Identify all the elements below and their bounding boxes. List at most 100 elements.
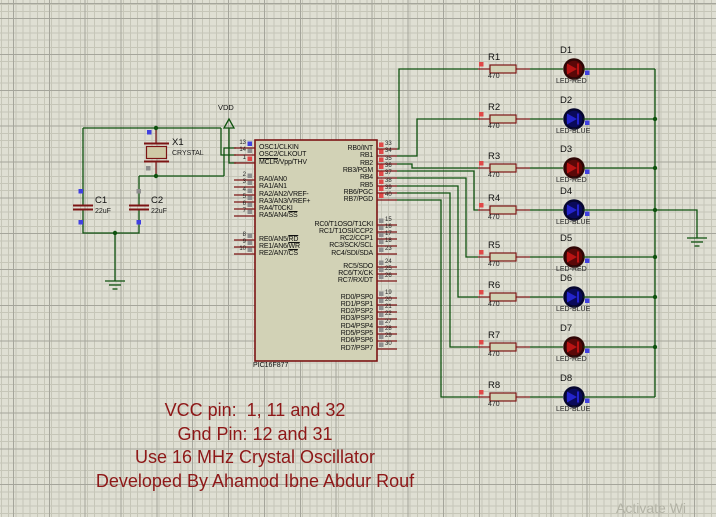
wire-rb2-to-r3[interactable] xyxy=(397,163,478,169)
resistor-ref-label-r4[interactable]: R4 xyxy=(488,193,501,204)
pin-number-22: 22 xyxy=(385,311,392,317)
resistor-state-square xyxy=(479,161,484,166)
crystal-ref-label[interactable]: X1 xyxy=(172,137,184,148)
wire-rb3-to-r4[interactable] xyxy=(397,170,478,211)
led-state-square xyxy=(585,348,590,353)
wire-to-pin14[interactable] xyxy=(220,128,236,156)
pin-number-33: 33 xyxy=(385,141,392,147)
resistor-r8[interactable] xyxy=(489,392,517,402)
state-square xyxy=(146,166,151,171)
resistor-ref-label-r6[interactable]: R6 xyxy=(488,280,501,291)
pin-label-27: RD4/PSP4 xyxy=(340,323,373,330)
pin-label-10: RE2/AN7/CS xyxy=(259,250,298,257)
pin-number-29: 29 xyxy=(385,333,392,339)
resistor-r7[interactable] xyxy=(489,342,517,352)
pin-label-22: RD3/PSP3 xyxy=(340,315,373,322)
pin-state-square-30 xyxy=(379,342,384,347)
led-ref-label-d2[interactable]: D2 xyxy=(560,95,573,106)
cap1-ref-label[interactable]: C1 xyxy=(95,195,108,206)
wire-rb5-to-r6[interactable] xyxy=(397,185,478,298)
wire-to-pin13[interactable] xyxy=(223,147,236,176)
pin-label-35: RB2 xyxy=(359,160,373,167)
pin-label-34: RB1 xyxy=(359,152,373,159)
wire-rb4-to-r5[interactable] xyxy=(397,177,478,258)
resistor-ref-label-r1[interactable]: R1 xyxy=(488,52,501,63)
junction-dot xyxy=(153,125,159,131)
channel-r4-d4 xyxy=(478,199,655,221)
pin-label-6: RA4/T0CKI xyxy=(259,205,293,212)
state-square xyxy=(78,220,83,225)
pin-label-8: RE0/AN5/RD xyxy=(259,236,299,243)
wire-to-ground-right[interactable] xyxy=(655,209,698,238)
pin-state-square-36 xyxy=(379,164,384,169)
capacitor-c2[interactable] xyxy=(129,204,149,211)
led-ref-label-d3[interactable]: D3 xyxy=(560,144,573,155)
crystal-value-label: CRYSTAL xyxy=(172,150,204,157)
pin-state-square-15 xyxy=(379,218,384,223)
led-ref-label-d5[interactable]: D5 xyxy=(560,233,573,244)
led-diode-glyph xyxy=(567,113,577,125)
resistor-ref-label-r8[interactable]: R8 xyxy=(488,380,501,391)
capacitor-c1[interactable] xyxy=(73,204,93,211)
wire-rb1-to-r2[interactable] xyxy=(397,118,478,157)
led-ref-label-d8[interactable]: D8 xyxy=(560,373,573,384)
led-diode-glyph xyxy=(567,251,577,263)
resistor-ref-label-r3[interactable]: R3 xyxy=(488,151,501,162)
wire-vdd-to-mclr[interactable] xyxy=(228,128,236,164)
resistor-r5[interactable] xyxy=(489,252,517,262)
wire-cap-bottom[interactable] xyxy=(82,210,140,234)
resistor-value-label: 470 xyxy=(488,123,500,130)
led-ref-label-d4[interactable]: D4 xyxy=(560,186,573,197)
pin-number-26: 26 xyxy=(385,273,392,279)
resistor-state-square xyxy=(479,112,484,117)
resistor-r1[interactable] xyxy=(489,64,517,74)
pin-state-square-33 xyxy=(379,142,384,147)
pin-state-square-25 xyxy=(379,267,384,272)
pin-label-25: RC6/TX/CK xyxy=(338,270,373,277)
pin-number-24: 24 xyxy=(385,259,392,265)
state-square xyxy=(136,220,141,225)
pin-label-15: RC0/T1OSO/T1CKI xyxy=(314,221,374,228)
pin-state-square-27 xyxy=(379,320,384,325)
pin-number-16: 16 xyxy=(385,224,392,230)
channel-r7-d7 xyxy=(478,336,655,358)
led-ref-label-d6[interactable]: D6 xyxy=(560,273,573,284)
wire-rb6-to-r7[interactable] xyxy=(397,192,478,348)
ground-symbol-left[interactable] xyxy=(105,280,125,290)
resistor-ref-label-r5[interactable]: R5 xyxy=(488,240,501,251)
resistor-ref-label-r2[interactable]: R2 xyxy=(488,102,501,113)
led-ref-label-d1[interactable]: D1 xyxy=(560,45,573,56)
ground-symbol-right[interactable] xyxy=(687,237,707,247)
pin-number-1: 1 xyxy=(242,155,246,161)
pin-state-square-3 xyxy=(247,180,252,185)
resistor-value-label: 470 xyxy=(488,351,500,358)
activate-windows-watermark: Activate Wi xyxy=(616,500,687,516)
wire-rb0-to-r1[interactable] xyxy=(397,68,478,150)
resistor-state-square xyxy=(479,203,484,208)
crystal-x1[interactable] xyxy=(144,128,169,176)
led-ref-label-d7[interactable]: D7 xyxy=(560,323,573,334)
pin-number-4: 4 xyxy=(242,187,246,193)
cap2-ref-label[interactable]: C2 xyxy=(151,195,164,206)
pin-state-square-34 xyxy=(379,149,384,154)
pin-number-14: 14 xyxy=(239,147,246,153)
resistor-r4[interactable] xyxy=(489,205,517,215)
wire-rb7-to-r8[interactable] xyxy=(397,199,478,398)
resistor-r6[interactable] xyxy=(489,292,517,302)
pin-label-28: RD5/PSP5 xyxy=(340,330,373,337)
pin-state-square-8 xyxy=(247,233,252,238)
resistor-r2[interactable] xyxy=(489,114,517,124)
pin-label-7: RA5/AN4/SS xyxy=(259,212,298,219)
led-diode-glyph xyxy=(567,63,577,75)
pin-label-23: RC4/SDI/SDA xyxy=(331,250,373,257)
resistor-r3[interactable] xyxy=(489,163,517,173)
pin-number-27: 27 xyxy=(385,319,392,325)
pin-state-square-14 xyxy=(247,148,252,153)
vdd-label: VDD xyxy=(218,103,234,112)
resistor-ref-label-r7[interactable]: R7 xyxy=(488,330,501,341)
chip-body[interactable] xyxy=(254,139,378,362)
pin-number-9: 9 xyxy=(242,239,246,245)
vdd-arrow-icon[interactable] xyxy=(222,117,236,129)
pin-label-16: RC1/T1OSI/CCP2 xyxy=(319,228,373,235)
